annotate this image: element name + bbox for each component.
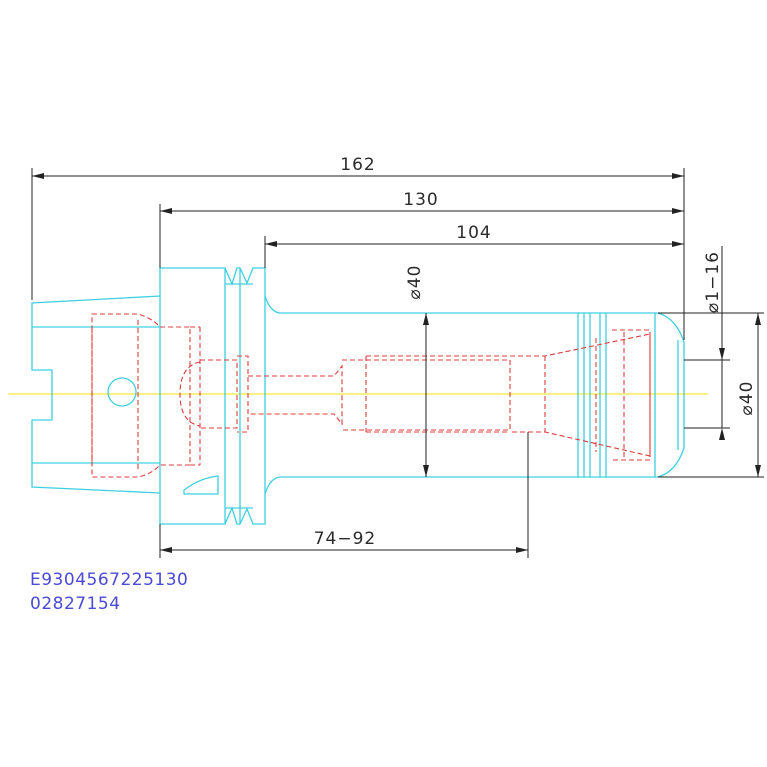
collet-slot-3 (612, 329, 651, 461)
flange-outline (159, 267, 226, 525)
part-code-line-1: E9304567225130 (30, 570, 189, 590)
coolant-tube (248, 364, 343, 426)
dimension-overall: 162 (31, 155, 685, 340)
dimension-collet-range: ⌀1−16 (684, 246, 730, 440)
dimension-104: 104 (456, 223, 491, 243)
collet-taper (510, 333, 651, 457)
coolant-screw (200, 355, 249, 433)
screw-head (179, 361, 201, 427)
part-code-line-2: 02827154 (30, 594, 121, 614)
dimension-nose-diameter: ⌀40 (658, 312, 764, 478)
holder-outline (31, 267, 685, 525)
dimension-body: 104 (264, 223, 684, 268)
dimension-shank-diameter: ⌀40 (405, 265, 429, 477)
drive-hole (107, 377, 137, 407)
dimension-diameter-40-nose: ⌀40 (737, 381, 757, 416)
flange-notch (183, 475, 219, 495)
hidden-geometry (91, 313, 651, 478)
dimension-diameter-1-16: ⌀1−16 (703, 251, 723, 313)
dimension-162: 162 (340, 155, 375, 175)
retention-bore-shoulder (190, 326, 200, 466)
retention-bore (91, 313, 191, 478)
nut-outline (578, 312, 685, 478)
taper-shank-outline (31, 295, 161, 494)
flange-groove-top (224, 267, 266, 525)
dimension-130: 130 (403, 190, 438, 210)
dimension-74-92: 74−92 (314, 529, 377, 549)
dimension-diameter-40-body: ⌀40 (405, 265, 425, 300)
dimension-flange-to-nose: 130 (159, 190, 684, 268)
body-outline (264, 295, 579, 495)
dimension-clamping-depth: 74−92 (159, 432, 529, 558)
